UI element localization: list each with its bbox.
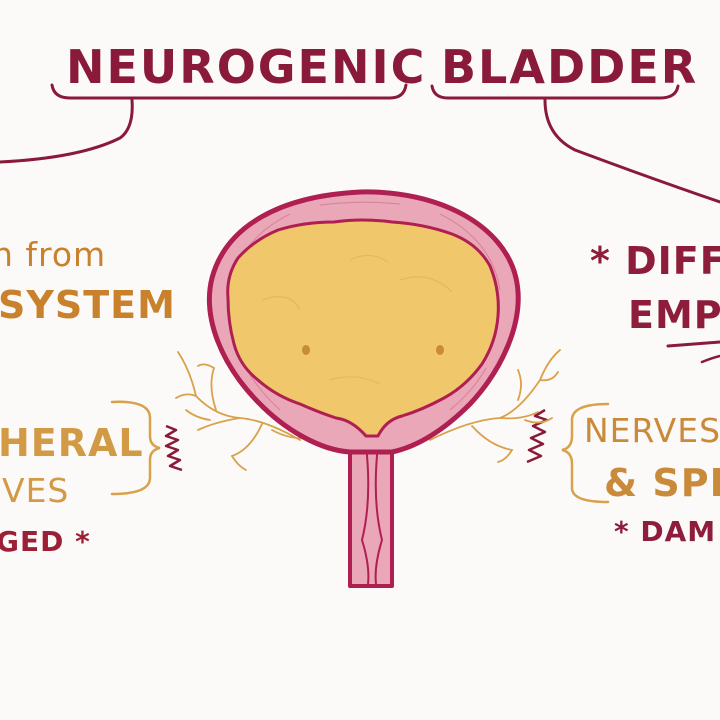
title-left-bracket <box>50 83 408 100</box>
title-word-bladder: BLADDER <box>441 40 699 94</box>
right-brace <box>561 402 610 504</box>
right-damaged-text: * DAM <box>614 515 717 548</box>
left-nerves-text: VES <box>2 471 70 510</box>
left-system-text: SYSTEM <box>0 283 176 327</box>
right-underline <box>666 340 720 348</box>
urine-fill <box>226 218 500 438</box>
urine-texture <box>261 254 453 385</box>
right-nerves-text: NERVES <box>584 411 720 450</box>
right-spinal-text: & SPIN <box>604 461 720 505</box>
urethra-lumen <box>360 444 384 585</box>
left-peripheral-text: HERAL <box>0 421 144 465</box>
ureter-opening-right <box>436 345 444 355</box>
left-brace <box>110 400 161 496</box>
right-difficulty-text: * DIFFI <box>590 239 720 283</box>
title-word-neurogenic: NEUROGENIC <box>66 40 427 94</box>
left-damaged-text: GED * <box>0 525 91 558</box>
right-emptying-text: EMPT <box>628 293 720 337</box>
right-connector-line <box>543 98 720 204</box>
left-from-text: n from <box>0 235 107 274</box>
title-right-bracket <box>430 84 680 100</box>
left-damage-squiggle <box>164 424 183 472</box>
right-nerve-lines <box>429 349 561 463</box>
left-connector-line <box>0 98 134 164</box>
urethra-wall <box>348 438 394 588</box>
ureter-opening-left <box>302 345 310 355</box>
right-damage-squiggle <box>526 408 549 464</box>
right-underline-2 <box>700 354 720 364</box>
